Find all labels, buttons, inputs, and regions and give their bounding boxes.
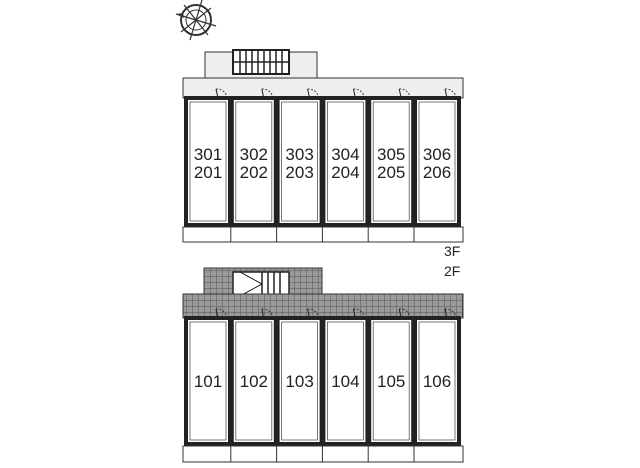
unit-101: 101 (184, 316, 232, 446)
unit-number: 304 (331, 145, 359, 164)
unit-number: 306 (423, 145, 451, 164)
unit-number: 101 (194, 372, 222, 391)
unit-103: 103 (275, 316, 324, 446)
floor-label-2f: 2F (444, 263, 460, 279)
lower-corridor (182, 293, 464, 319)
unit-number: 204 (331, 163, 359, 182)
unit-number: 303 (285, 145, 313, 164)
lower-floor: 101 102 103 104 105 106 (182, 267, 464, 463)
unit-105: 105 (367, 316, 416, 446)
unit-106: 106 (413, 316, 461, 446)
unit-102: 102 (229, 316, 278, 446)
unit-number: 202 (240, 163, 268, 182)
unit-number: 206 (423, 163, 451, 182)
upper-balcony-strip (182, 226, 464, 243)
unit-number: 305 (377, 145, 405, 164)
unit-number: 201 (194, 163, 222, 182)
unit-number: 103 (285, 372, 313, 391)
upper-stairs-icon (232, 49, 290, 75)
unit-number: 102 (240, 372, 268, 391)
unit-number: 105 (377, 372, 405, 391)
unit-number: 302 (240, 145, 268, 164)
lower-stairs-icon (232, 271, 290, 297)
unit-number: 203 (285, 163, 313, 182)
unit-number: 205 (377, 163, 405, 182)
unit-number: 104 (331, 372, 359, 391)
upper-corridor (182, 77, 464, 99)
floor-label-3f: 3F (444, 243, 460, 259)
lower-balcony-strip (182, 445, 464, 463)
unit-104: 104 (321, 316, 370, 446)
unit-number: 301 (194, 145, 222, 164)
compass-rose-icon (175, 0, 217, 41)
unit-number: 106 (423, 372, 451, 391)
